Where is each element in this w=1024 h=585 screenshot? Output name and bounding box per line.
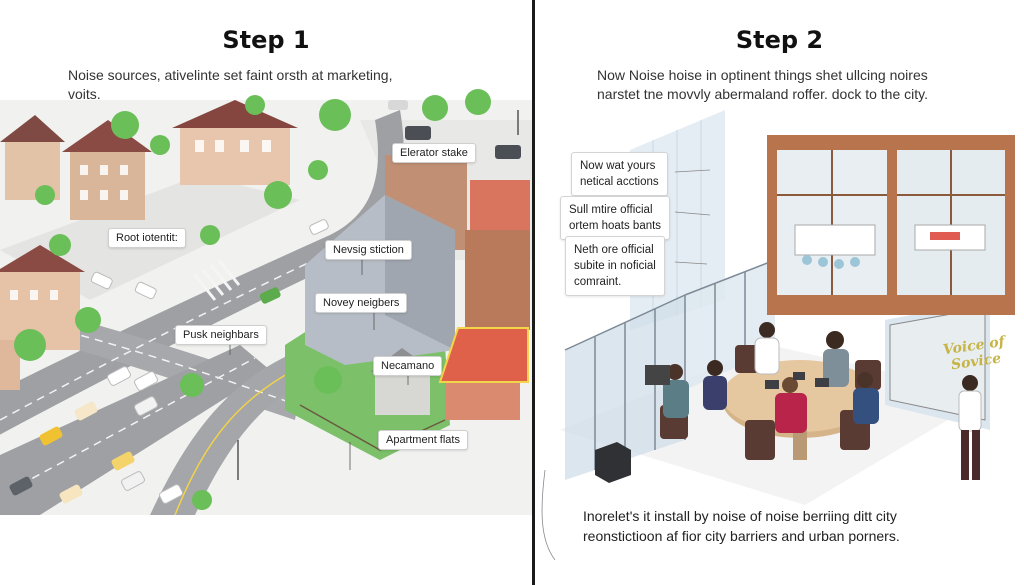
step-2-caption-line-1: Now Noise hoise in optinent things shet …	[597, 67, 928, 83]
label-apartment-flats: Apartment flats	[378, 430, 468, 450]
step-1-caption-line-2: voits.	[68, 86, 101, 102]
label-necamano: Necamano	[373, 356, 443, 376]
step-2-bottom-caption: Inorelet's it install by noise of noise …	[583, 506, 1003, 546]
step-2-caption: Now Noise hoise in optinent things shet …	[597, 66, 1017, 104]
step-2-title: Step 2	[735, 26, 824, 54]
step-2-caption-line-2: narstet tne movvly abermaland roffer. do…	[597, 86, 928, 102]
label-official: Sull mtire official ortem hoats bants	[560, 196, 671, 240]
label-subite-line-3: comraint.	[574, 276, 622, 288]
label-novey-neigbers: Novey neigbers	[315, 293, 408, 313]
label-actions-line-1: Now wat yours	[580, 160, 656, 172]
label-root-iotentit: Root iotentit:	[108, 228, 186, 248]
label-elevator-stake: Elerator stake	[392, 143, 476, 163]
step-1-title: Step 1	[222, 26, 310, 54]
label-subite-line-1: Neth ore official	[574, 244, 654, 256]
step-2-panel: Step 2 Now Noise hoise in optinent thing…	[535, 0, 1024, 585]
step-1-caption: Noise sources, ativelinte set faint orst…	[68, 66, 508, 104]
label-nevsig-stiction: Nevsig stiction	[325, 240, 412, 260]
label-subite-line-2: subite in noficial	[574, 260, 656, 272]
bottom-caption-line-1: Inorelet's it install by noise of noise …	[583, 508, 897, 524]
label-subite: Neth ore official subite in noficial com…	[565, 236, 665, 296]
step-1-panel: Step 1 Noise sources, ativelinte set fai…	[0, 26, 532, 516]
city-illustration	[0, 89, 532, 516]
label-official-line-1: Sull mtire official	[569, 204, 653, 216]
label-official-line-2: ortem hoats bants	[569, 220, 662, 232]
label-actions-line-2: netical acctions	[580, 176, 659, 188]
label-pusk-neighbars: Pusk neighbars	[175, 325, 267, 345]
bottom-caption-line-2: reonstictioon af fior city barriers and …	[583, 528, 900, 544]
label-actions: Now wat yours netical acctions	[571, 152, 668, 196]
step-1-caption-line-1: Noise sources, ativelinte set faint orst…	[68, 67, 393, 83]
panel-divider	[532, 0, 535, 585]
